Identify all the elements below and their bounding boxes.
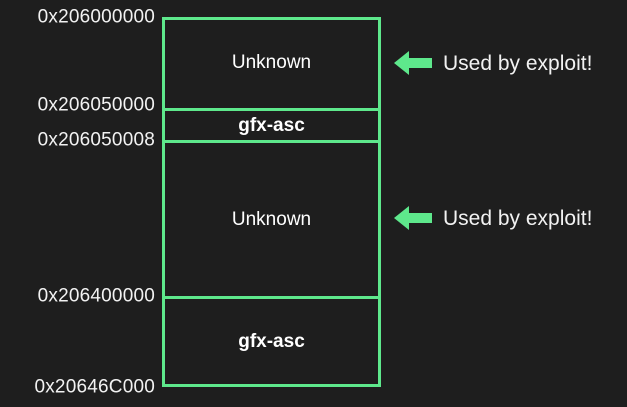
annotation-label: Used by exploit!: [443, 51, 593, 75]
memory-region-gfx-asc-2: gfx-asc: [165, 299, 378, 384]
address-label-0x20646C000: 0x20646C000: [34, 376, 155, 398]
memory-region-label: gfx-asc: [238, 331, 305, 352]
memory-region-label: gfx-asc: [238, 115, 305, 136]
region-divider-3: [165, 296, 378, 299]
memory-region-unknown-1: Unknown: [165, 20, 378, 105]
region-divider-2: [165, 140, 378, 143]
address-label-0x206050008: 0x206050008: [37, 129, 155, 151]
memory-region-unknown-2: Unknown: [165, 143, 378, 296]
annotation-label: Used by exploit!: [443, 206, 593, 230]
arrow-left-icon: [394, 206, 432, 230]
arrow-left-icon: [394, 51, 432, 75]
memory-region-gfx-asc-1: gfx-asc: [165, 111, 378, 140]
annotation-used-by-exploit-2: Used by exploit!: [394, 204, 592, 232]
address-label-0x206000000: 0x206000000: [37, 6, 155, 28]
region-divider-1: [165, 108, 378, 111]
memory-region-box: Unknown gfx-asc Unknown gfx-asc: [162, 17, 381, 387]
annotation-used-by-exploit-1: Used by exploit!: [394, 49, 592, 77]
address-label-0x206050000: 0x206050000: [37, 94, 155, 116]
memory-region-label: Unknown: [231, 209, 312, 230]
address-label-0x206400000: 0x206400000: [37, 285, 155, 307]
memory-region-label: Unknown: [231, 52, 312, 73]
